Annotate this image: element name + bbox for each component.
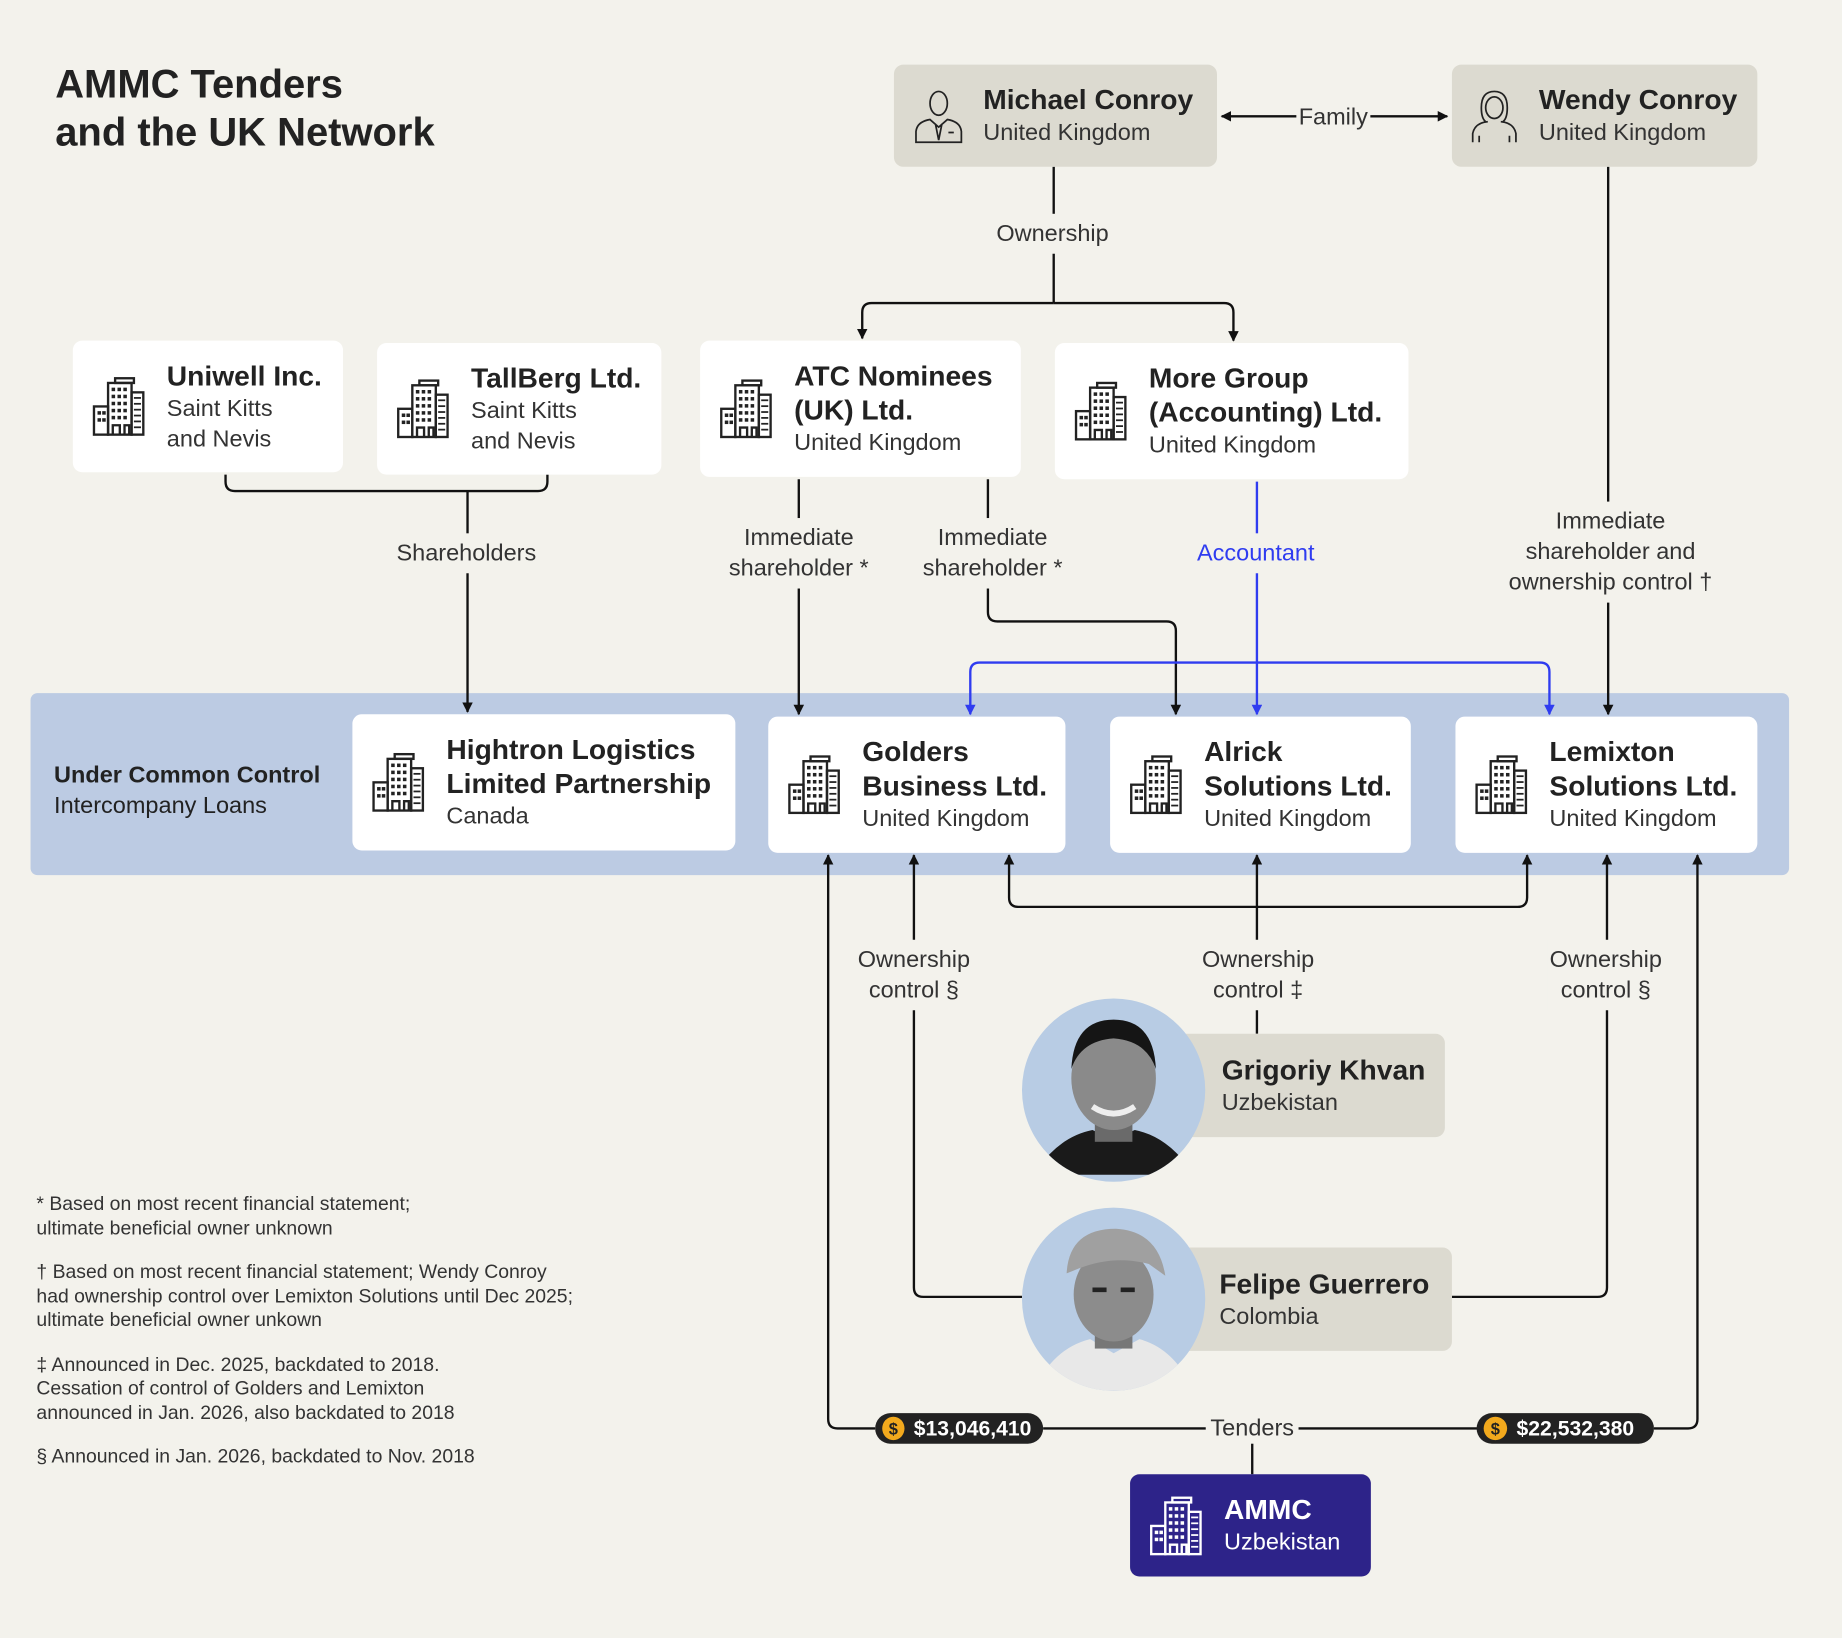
common-control-label: Under Common Control Intercompany Loans xyxy=(54,762,321,819)
footnote: § Announced in Jan. 2026, backdated to N… xyxy=(36,1446,475,1468)
intercompany-connector xyxy=(1003,854,1533,909)
dollar-coin-icon: $ xyxy=(882,1416,905,1441)
atc-alrick-connector xyxy=(986,479,1182,716)
page-title: AMMC Tenders and the UK Network xyxy=(55,62,435,156)
ownership-label: Ownership xyxy=(994,213,1112,254)
building-icon xyxy=(787,754,846,815)
tender-amount-golders: $$13,046,410 xyxy=(875,1413,1044,1444)
man-icon xyxy=(915,89,963,143)
building-icon xyxy=(1074,381,1133,442)
building-icon xyxy=(371,752,430,813)
accountant-label: Accountant xyxy=(1194,533,1317,574)
felipe-lemixton-connector xyxy=(1451,854,1613,1299)
family-label: Family xyxy=(1296,102,1371,133)
felipe-guerrero-photo xyxy=(1021,1207,1206,1391)
accountant-connectors xyxy=(965,481,1555,716)
tenders-label: Tenders xyxy=(1205,1413,1299,1444)
company-more-group[interactable]: More Group(Accounting) Ltd.United Kingdo… xyxy=(1054,343,1409,480)
building-icon xyxy=(719,378,778,439)
footnote: † Based on most recent financial stateme… xyxy=(36,1261,573,1331)
woman-icon xyxy=(1471,89,1517,142)
felipe-golders-connector xyxy=(908,854,1022,1299)
tender-lemixton-connector xyxy=(1653,854,1703,1430)
building-icon xyxy=(92,376,151,437)
building-icon xyxy=(1149,1495,1208,1556)
footnote: ‡ Announced in Dec. 2025, backdated to 2… xyxy=(36,1353,455,1424)
building-icon xyxy=(1474,754,1533,815)
footnotes: * Based on most recent financial stateme… xyxy=(36,1192,576,1489)
shareholders-label: Shareholders xyxy=(394,533,539,574)
building-icon xyxy=(396,378,455,439)
footnote: * Based on most recent financial stateme… xyxy=(36,1193,411,1239)
tender-golders-connector xyxy=(822,854,876,1430)
shareholders-bracket xyxy=(224,474,549,493)
dollar-coin-icon: $ xyxy=(1483,1416,1508,1441)
company-atc-nominees[interactable]: ATC Nominees(UK) Ltd.United Kingdom xyxy=(700,340,1021,477)
building-icon xyxy=(1129,754,1188,815)
grigoriy-khvan-photo xyxy=(1021,998,1206,1182)
tender-amount-lemixton: $$22,532,380 xyxy=(1476,1413,1654,1444)
